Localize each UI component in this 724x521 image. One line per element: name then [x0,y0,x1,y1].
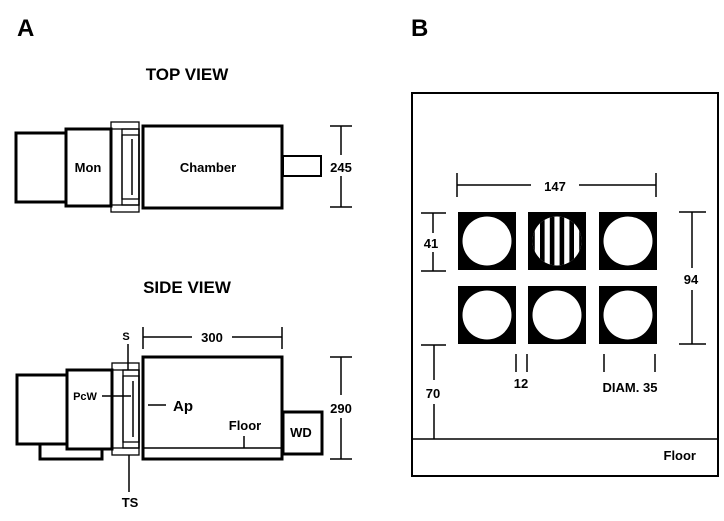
pc-window-label: PcW [73,391,97,403]
chamber-box [141,355,284,461]
aperture-2-3 [599,286,657,344]
panel-b-label: B [411,15,428,42]
grid-height-dim: 94 [684,272,699,287]
monitor-box [64,127,113,208]
frame-outer [111,362,140,456]
aperture-circle [462,216,512,266]
width-dim: 147 [544,179,566,194]
chamber-label: Chamber [180,160,236,175]
grating-bar [540,216,545,266]
grating-bar [579,216,582,266]
grating-stripes [532,216,582,266]
floor-offset-dim: 70 [426,386,440,401]
side-view-title: SIDE VIEW [143,278,232,297]
monitor-box [65,368,114,451]
frame-inner [110,128,140,206]
monitor-rear-box [15,373,69,446]
grating-bar [532,216,535,266]
aperture-2-1 [458,286,516,344]
aperture-1-1 [458,212,516,270]
top-height-dim: 245 [330,160,352,175]
aperture-circle [462,290,512,340]
water-dispenser-box [282,155,322,177]
aperture-circle [603,216,653,266]
aperture-label: Ap [173,398,193,415]
grating-bar [569,216,574,266]
water-dispenser-label: WD [290,425,312,440]
frame-inner [111,369,140,449]
window-pane [122,375,140,443]
side-length-dim: 300 [201,330,223,345]
panel-a-label: A [17,15,34,42]
aperture-2-2 [528,286,586,344]
monitor-rear-box [14,131,68,204]
square-dim: 41 [424,236,438,251]
side-height-dim: 290 [330,401,352,416]
window-pane [121,134,140,200]
side-view: SIDE VIEW PcW S TS Ap Floor WD 300 [15,278,352,510]
aperture-circle [532,290,582,340]
wall-outline [411,92,719,477]
aperture-1-2 [528,212,586,270]
grating-bar [549,216,555,266]
grating-bar [559,216,565,266]
aperture-circle [532,216,582,266]
floor-label: Floor [229,418,262,433]
monitor-label: Mon [75,160,102,175]
floor-label: Floor [664,448,697,463]
top-view-title: TOP VIEW [146,65,229,84]
water-dispenser-box [281,410,324,456]
translation-stage-label: TS [122,495,139,510]
top-view: TOP VIEW Mon Chamber 245 [14,65,352,213]
front-wall: Floor 147 41 94 70 12 DIAM. 35 [411,92,719,477]
aperture-1-3 [599,212,657,270]
aperture-grid [458,212,657,344]
aperture-circle [603,290,653,340]
shutter-label: S [122,331,129,343]
diameter-dim: DIAM. 35 [603,380,658,395]
gap-dim: 12 [514,376,528,391]
window-holder [122,369,140,449]
window-holder [121,128,140,206]
